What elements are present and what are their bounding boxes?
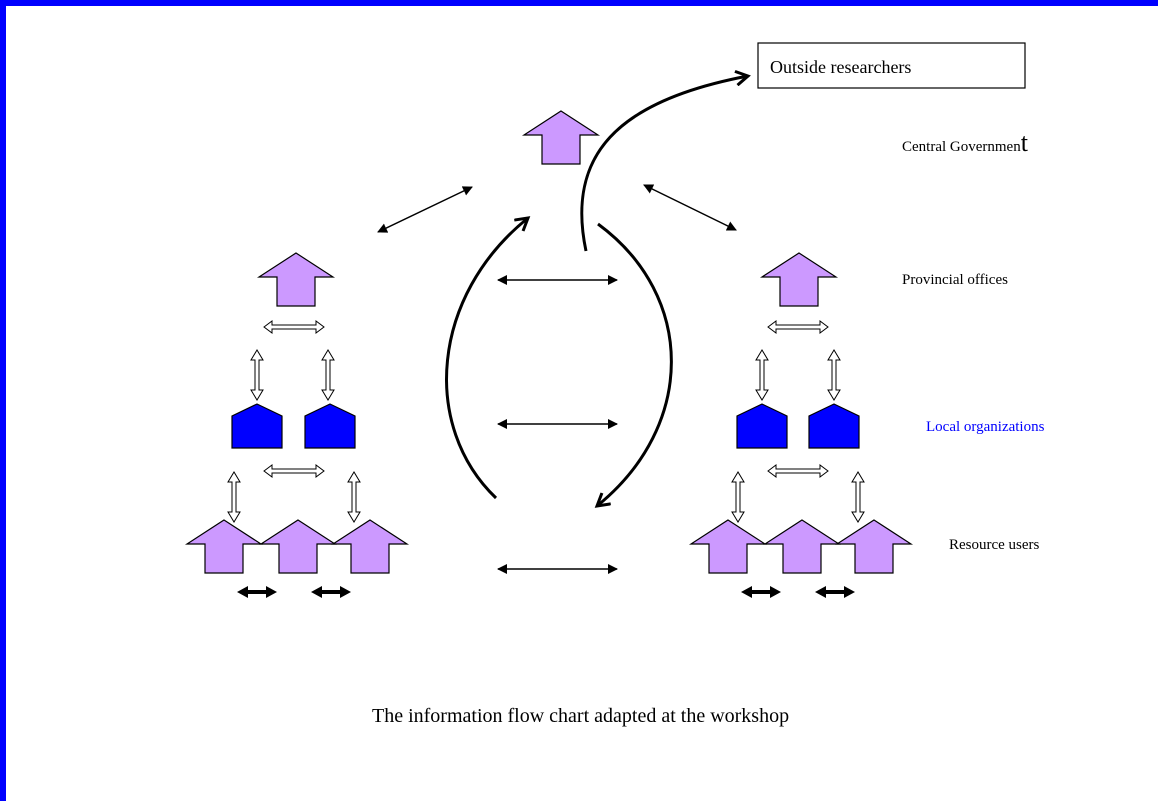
upward-flow-curve-arrow-icon: [445, 218, 528, 500]
outside-researchers-label: Outside researchers: [770, 57, 911, 77]
local-org-right-1-icon: [736, 403, 788, 449]
local-org-left-2-icon: [304, 403, 356, 449]
gov-to-right-province-arrow-icon: [643, 184, 737, 231]
provincial-office-left-house-icon: [258, 252, 334, 307]
central-government-label: Central Government: [902, 128, 1029, 157]
left-org-horizontal-arrow-icon: [263, 464, 325, 478]
local-org-left-1-icon: [231, 403, 283, 449]
left-province-org1-vertical-arrow-icon: [250, 349, 264, 401]
information-flow-diagram: Outside researchers Central Government P…: [186, 42, 1045, 727]
right-org-horizontal-arrow-icon: [767, 464, 829, 478]
to-outside-researchers-curve-arrow-icon: [580, 76, 748, 252]
provincial-offices-label: Provincial offices: [902, 272, 1008, 288]
local-organizations-label: Local organizations: [926, 419, 1045, 435]
local-org-right-2-icon: [808, 403, 860, 449]
left-province-horizontal-arrow-icon: [263, 320, 325, 334]
resource-user-left-1-house-icon: [186, 519, 262, 574]
downward-flow-curve-arrow-icon: [597, 222, 673, 506]
left-org-user3-vertical-arrow-icon: [347, 471, 361, 523]
gov-to-left-province-arrow-icon: [377, 186, 473, 233]
resource-user-right-3-house-icon: [836, 519, 912, 574]
right-province-horizontal-arrow-icon: [767, 320, 829, 334]
resource-user-right-2-house-icon: [764, 519, 840, 574]
resource-users-label: Resource users: [949, 537, 1040, 553]
left-org-user1-vertical-arrow-icon: [227, 471, 241, 523]
right-users-exchange-1-arrow-icon: [741, 586, 781, 598]
right-province-org2-vertical-arrow-icon: [827, 349, 841, 401]
provincial-office-right-house-icon: [761, 252, 837, 307]
right-org-user1-vertical-arrow-icon: [731, 471, 745, 523]
left-users-exchange-1-arrow-icon: [237, 586, 277, 598]
diagram-caption: The information flow chart adapted at th…: [372, 705, 789, 727]
left-users-exchange-2-arrow-icon: [311, 586, 351, 598]
resource-user-left-3-house-icon: [332, 519, 408, 574]
right-province-org1-vertical-arrow-icon: [755, 349, 769, 401]
right-users-exchange-2-arrow-icon: [815, 586, 855, 598]
central-government-house-icon: [523, 110, 599, 165]
resource-user-left-2-house-icon: [260, 519, 336, 574]
outside-researchers-box: Outside researchers: [757, 42, 1026, 89]
right-org-user3-vertical-arrow-icon: [851, 471, 865, 523]
resource-user-right-1-house-icon: [690, 519, 766, 574]
left-province-org2-vertical-arrow-icon: [321, 349, 335, 401]
